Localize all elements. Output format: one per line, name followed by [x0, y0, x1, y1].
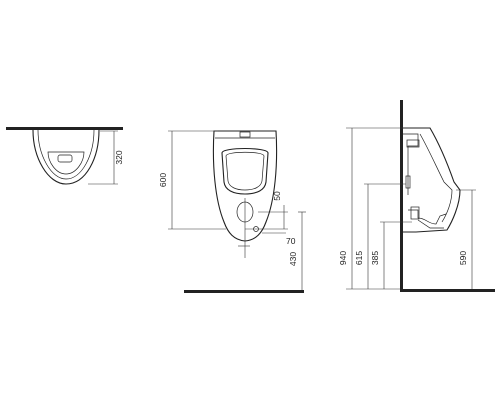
top-view-drain — [57, 154, 73, 163]
side-view: 940 615 385 590 — [338, 100, 495, 292]
side-view-siphon — [408, 209, 447, 225]
dim-label-side-outlet: 385 — [370, 251, 380, 265]
side-view-wall — [400, 100, 403, 292]
front-view: 600 50 70 430 — [158, 130, 306, 293]
top-view-wall — [6, 127, 123, 130]
dim-label-side-total: 940 — [338, 251, 348, 265]
dim-label-side-rim: 590 — [458, 251, 468, 265]
top-view-basin — [47, 151, 85, 175]
top-view-bowl-inner — [37, 129, 95, 180]
dim-label-front-outlet-height: 70 — [286, 236, 296, 246]
front-view-inlet — [239, 131, 251, 138]
top-view: 320 — [6, 127, 124, 185]
side-view-body — [403, 127, 461, 233]
dim-label-top-depth: 320 — [114, 150, 124, 164]
dim-label-front-height: 600 — [158, 173, 168, 187]
front-view-floor — [184, 290, 304, 293]
side-view-inlet — [406, 139, 420, 148]
top-view-bowl-outer — [32, 129, 100, 185]
dim-label-side-inlet: 615 — [354, 251, 364, 265]
front-view-bowl-opening — [221, 147, 269, 195]
dim-label-front-floor: 430 — [288, 252, 298, 266]
dim-label-front-offset: 50 — [272, 191, 282, 201]
side-view-floor — [400, 289, 495, 292]
